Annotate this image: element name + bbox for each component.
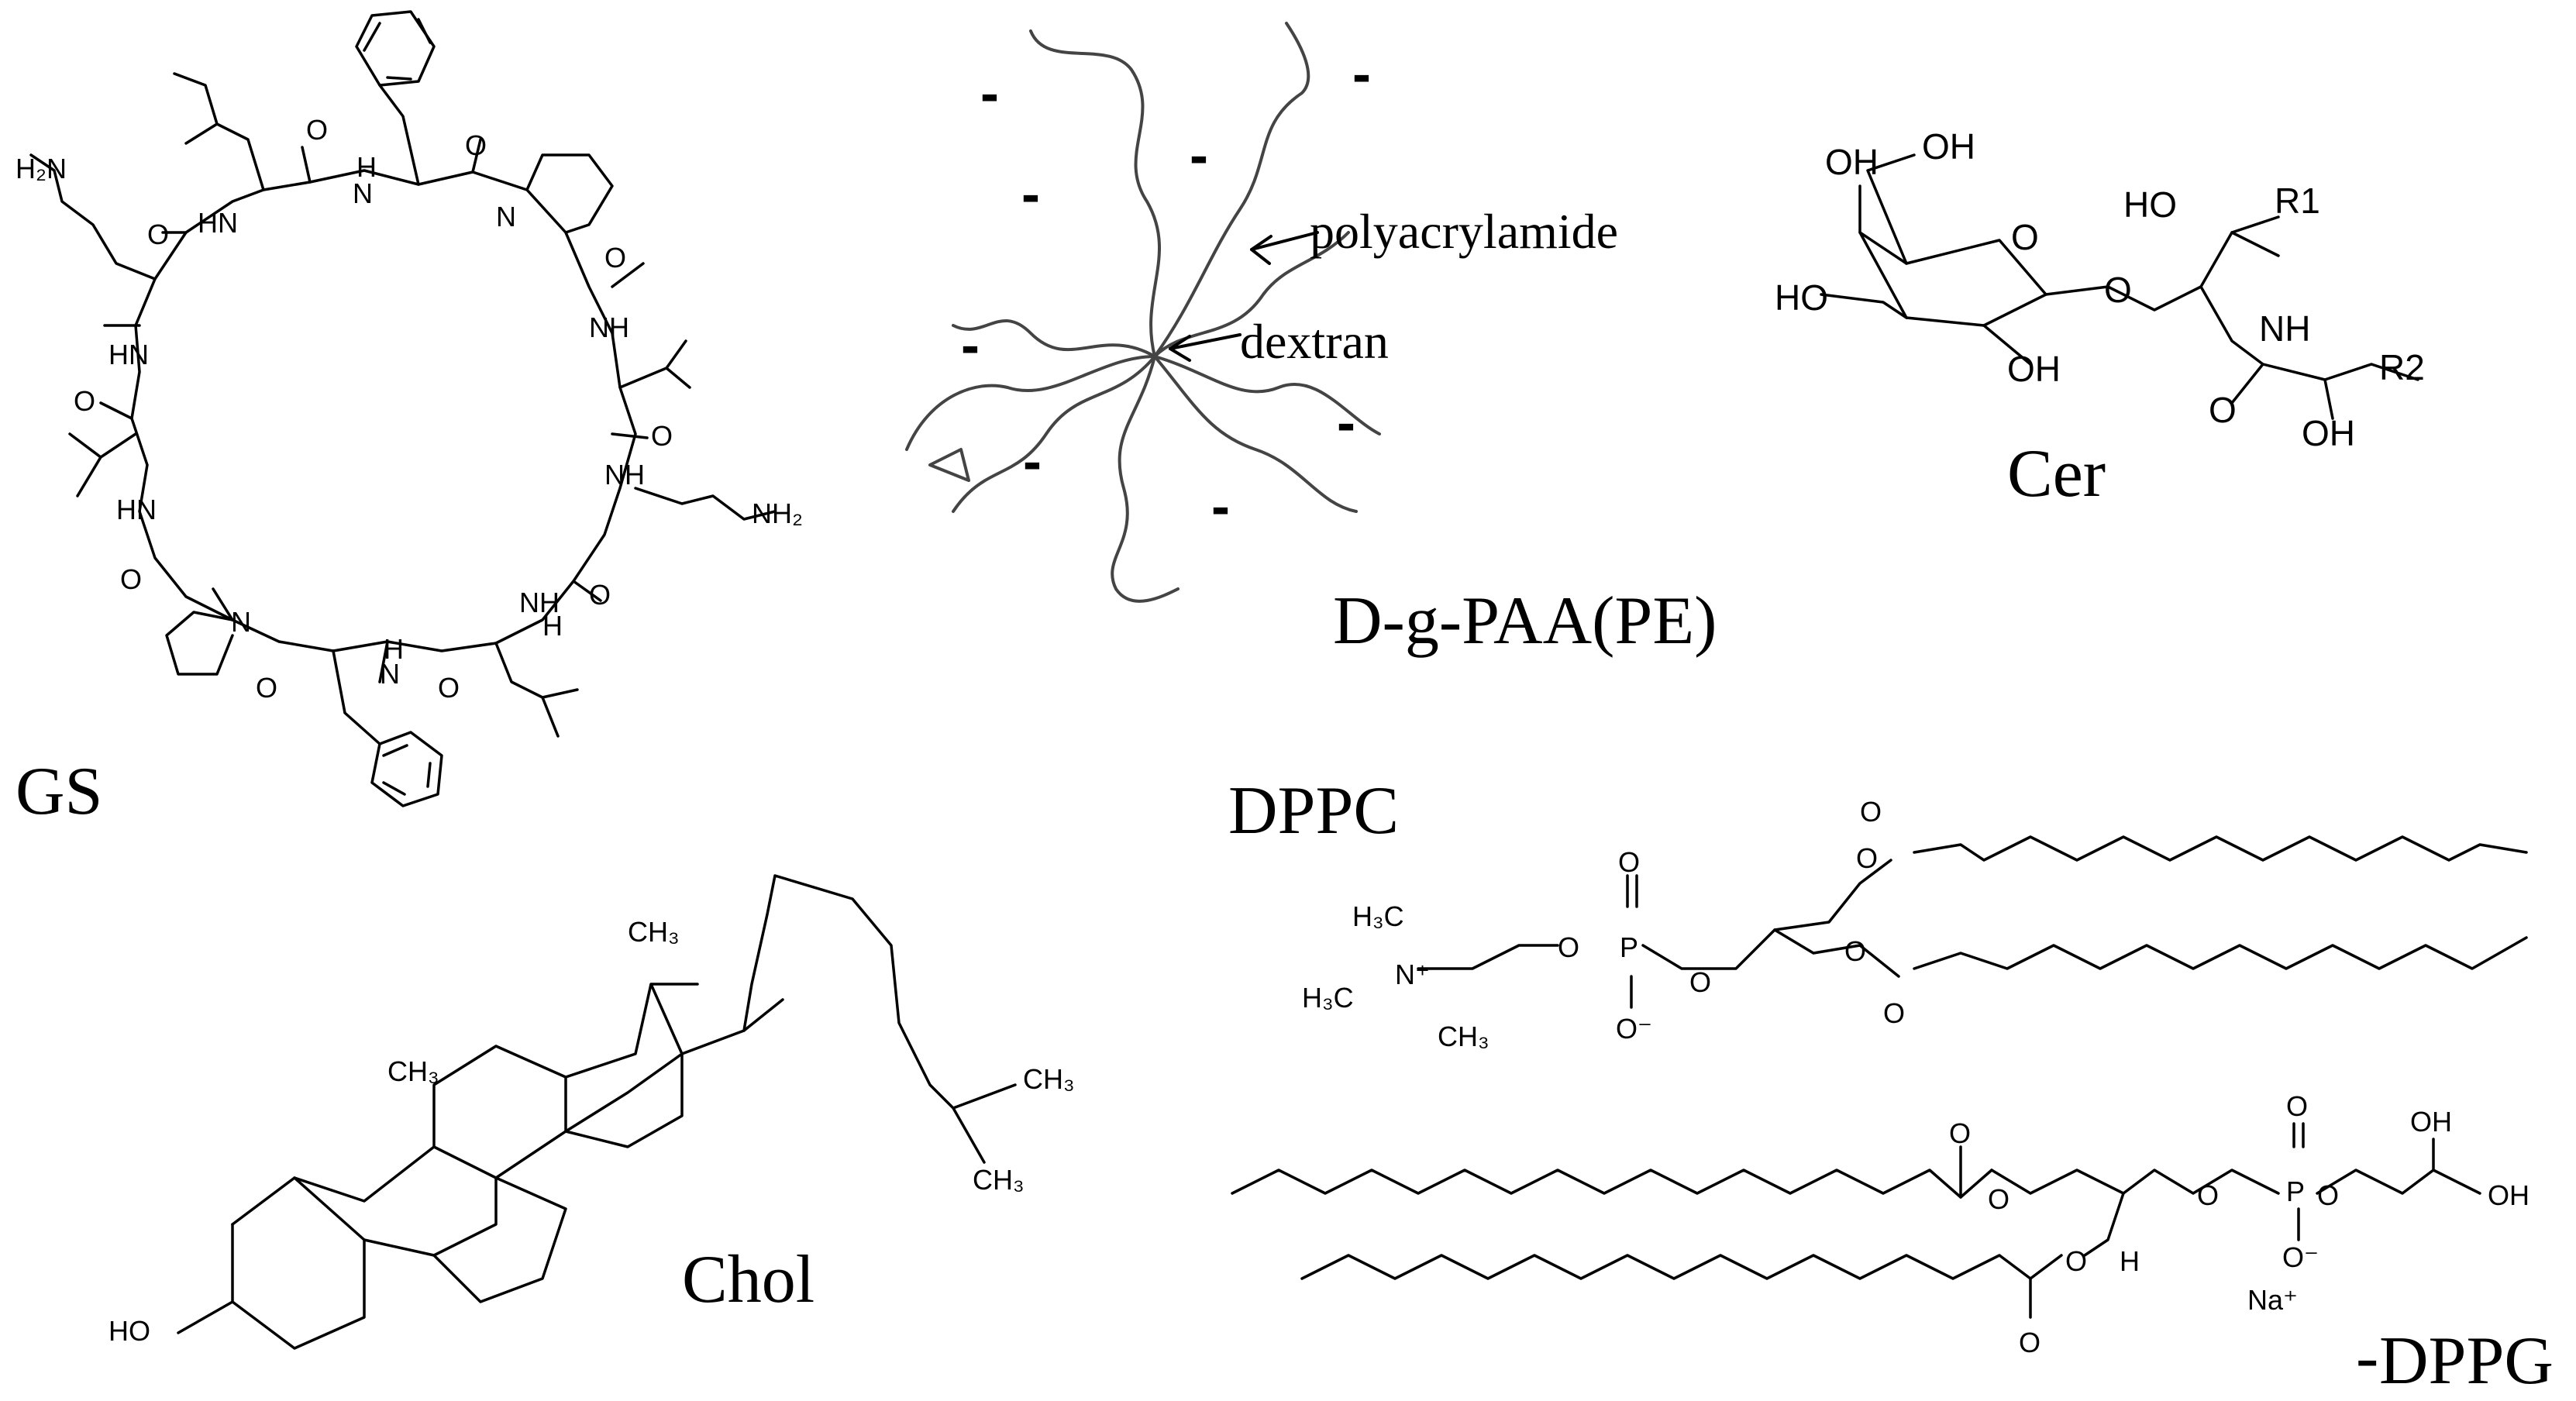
dppc-atom-h3c: H₃C	[1302, 982, 1354, 1014]
dppc-structure: DPPC H₃C H₃C N⁺ CH₃ O P O O⁻ O O O O O	[1228, 773, 2528, 1052]
cer-atom-o: O	[2104, 270, 2132, 310]
chol-atom-ch3: CH₃	[628, 916, 680, 948]
gs-atom-o: O	[147, 219, 169, 250]
gs-atom-hn: HN	[198, 207, 238, 239]
dppc-atom-o: O	[1844, 935, 1866, 967]
dppg-atom-o: O	[2197, 1179, 2219, 1211]
gs-atom-o: O	[604, 242, 626, 274]
gs-atom-o: O	[256, 672, 277, 704]
cer-atom-ho: HO	[1775, 277, 1828, 318]
gs-atom-nh: H	[356, 151, 377, 183]
cer-atom-oh: OH	[2302, 413, 2355, 453]
dppg-atom-o: O	[1949, 1117, 1971, 1149]
gs-atom-o: O	[651, 420, 673, 452]
gs-atom-o: O	[306, 114, 328, 146]
gs-atom-h: H	[384, 633, 404, 665]
gs-atom-n: N	[353, 177, 373, 209]
dppc-atom-o: O	[1883, 997, 1905, 1029]
dextran-annotation: dextran	[1240, 314, 1389, 369]
cer-atom-r1: R1	[2275, 181, 2320, 221]
dppc-atom-ch3: CH₃	[1438, 1021, 1489, 1052]
cer-atom-o: O	[2011, 217, 2039, 257]
charge-minus: -	[961, 315, 980, 377]
dppg-atom-o: O	[1988, 1183, 2009, 1215]
dgpaa-structure: polyacrylamide dextran - - - - - - - - D…	[905, 22, 1717, 659]
chol-atom-ch3: CH₃	[973, 1164, 1025, 1196]
dppc-label: DPPC	[1228, 773, 1399, 849]
dppc-atom-p: P	[1620, 931, 1638, 963]
chol-atom-ho: HO	[108, 1315, 150, 1347]
dppg-label: DPPG	[2379, 1324, 2554, 1399]
cer-atom-r2: R2	[2379, 347, 2425, 387]
gs-atom-hn: HN	[116, 494, 157, 525]
gs-atom-o: O	[589, 579, 611, 611]
gs-structure: O O H N HN O H₂N HN O HN O N O H N O NH …	[15, 10, 803, 829]
dppc-atom-o: O	[1856, 842, 1878, 874]
chol-structure: HO CH₃ CH₃ CH₃ CH₃ Chol	[108, 874, 1075, 1350]
dppg-atom-oh: OH	[2488, 1179, 2530, 1211]
dppg-atom-p: P	[2286, 1176, 2305, 1207]
dppg-atom-h: H	[2120, 1245, 2140, 1277]
dgpaa-label: D-g-PAA(PE)	[1333, 583, 1717, 659]
chol-atom-ch3: CH₃	[1023, 1063, 1075, 1095]
gs-atom-n: N	[231, 606, 251, 638]
dppg-atom-o-minus: O⁻	[2282, 1241, 2319, 1273]
gs-atom-nh: NH	[589, 312, 629, 343]
charge-minus: -	[1352, 43, 1371, 105]
cer-atom-o: O	[2209, 390, 2237, 430]
gs-atom-hn: HN	[108, 339, 149, 370]
dppg-mark: -	[2356, 1320, 2378, 1395]
gs-atom-h: H	[542, 610, 563, 642]
charge-minus: -	[1190, 125, 1208, 187]
cer-atom-oh: OH	[1922, 126, 1975, 167]
dppg-atom-o: O	[2065, 1245, 2087, 1277]
dppc-atom-o: O	[1860, 796, 1882, 828]
dppg-atom-oh: OH	[2410, 1106, 2452, 1138]
charge-minus: -	[1021, 164, 1040, 225]
dppc-atom-n-plus: N⁺	[1395, 959, 1430, 990]
gs-atom-n: N	[380, 658, 400, 690]
dppg-atom-o: O	[2317, 1179, 2339, 1211]
cer-atom-oh: OH	[1825, 142, 1879, 182]
cer-atom-ho: HO	[2123, 184, 2177, 225]
charge-minus: -	[1337, 392, 1355, 454]
gs-atom-n: N	[496, 201, 516, 232]
chol-label: Chol	[682, 1242, 814, 1317]
charge-minus: -	[1211, 476, 1230, 538]
chol-atom-ch3: CH₃	[387, 1055, 439, 1087]
gs-atom-nh2: NH₂	[752, 497, 803, 529]
gs-atom-h2n: H₂N	[15, 153, 67, 184]
cer-label: Cer	[2007, 436, 2106, 511]
dppg-atom-o: O	[2019, 1327, 2040, 1358]
gs-atom-nh: NH	[604, 459, 645, 491]
dppg-structure: O O O O H O P O O⁻ O OH OH Na⁺ - DPPG	[1231, 1090, 2554, 1399]
charge-minus: -	[980, 63, 999, 125]
gs-atom-nh: NH	[519, 587, 560, 618]
dppg-atom-o: O	[2286, 1090, 2308, 1122]
dppc-atom-o: O	[1618, 846, 1640, 878]
gs-atom-o: O	[438, 672, 460, 704]
dppc-atom-h3c: H₃C	[1352, 900, 1404, 932]
gs-label: GS	[15, 754, 103, 829]
polyacrylamide-annotation: polyacrylamide	[1310, 204, 1618, 259]
dppc-atom-o-minus: O⁻	[1616, 1013, 1652, 1045]
cer-structure: OH OH HO OH O O HO R1 NH O R2 OH Cer	[1775, 126, 2425, 511]
cer-atom-nh: NH	[2259, 308, 2310, 349]
dppg-atom-na-plus: Na⁺	[2247, 1284, 2298, 1316]
charge-minus: -	[1023, 431, 1042, 493]
cer-atom-oh: OH	[2007, 349, 2061, 389]
gs-atom-o: O	[74, 385, 95, 417]
dppc-atom-o: O	[1689, 966, 1711, 998]
gs-atom-o: O	[465, 129, 487, 161]
gs-atom-o: O	[120, 563, 142, 595]
dppc-atom-o: O	[1558, 931, 1579, 963]
